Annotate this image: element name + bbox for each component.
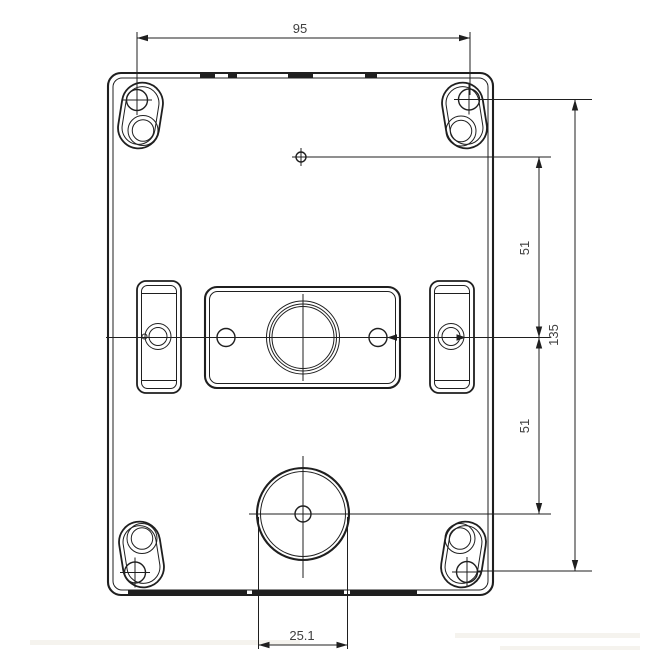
counterbore-hole [127,115,159,146]
dimension-95-value: 95 [293,21,307,36]
top-edge-slot-marks [200,73,377,79]
pivot-hole [437,323,465,350]
pivot-hole [144,323,172,350]
bottom-edge-slot-marks [128,589,417,595]
counterbore-hole [444,523,476,554]
dimension-25-1-value: 25.1 [289,628,314,643]
corner-slot-top-right [441,81,488,150]
dimension-95: 95 [136,21,471,96]
bottom-boss [255,456,351,578]
centerlines [106,99,592,572]
corner-slot-bottom-right [440,520,487,589]
corner-slot-top-left [117,81,164,150]
centerline-arrow-right [456,334,466,341]
dimension-51-upper: 51 [517,157,543,338]
scan-artifacts [30,633,640,650]
dimension-51-upper-value: 51 [517,241,532,255]
dimension-51-lower: 51 [517,337,543,514]
counterbore-hole [126,523,158,554]
dimension-135-value: 135 [546,324,561,346]
centerline-arrow-left [387,334,397,341]
counterbore-hole [445,115,477,147]
pin-notch [141,333,148,340]
dimension-51-lower-value: 51 [517,419,532,433]
corner-slot-bottom-left [118,520,165,589]
dimension-135: 135 [546,99,579,571]
dimension-25-1: 25.1 [258,517,348,649]
